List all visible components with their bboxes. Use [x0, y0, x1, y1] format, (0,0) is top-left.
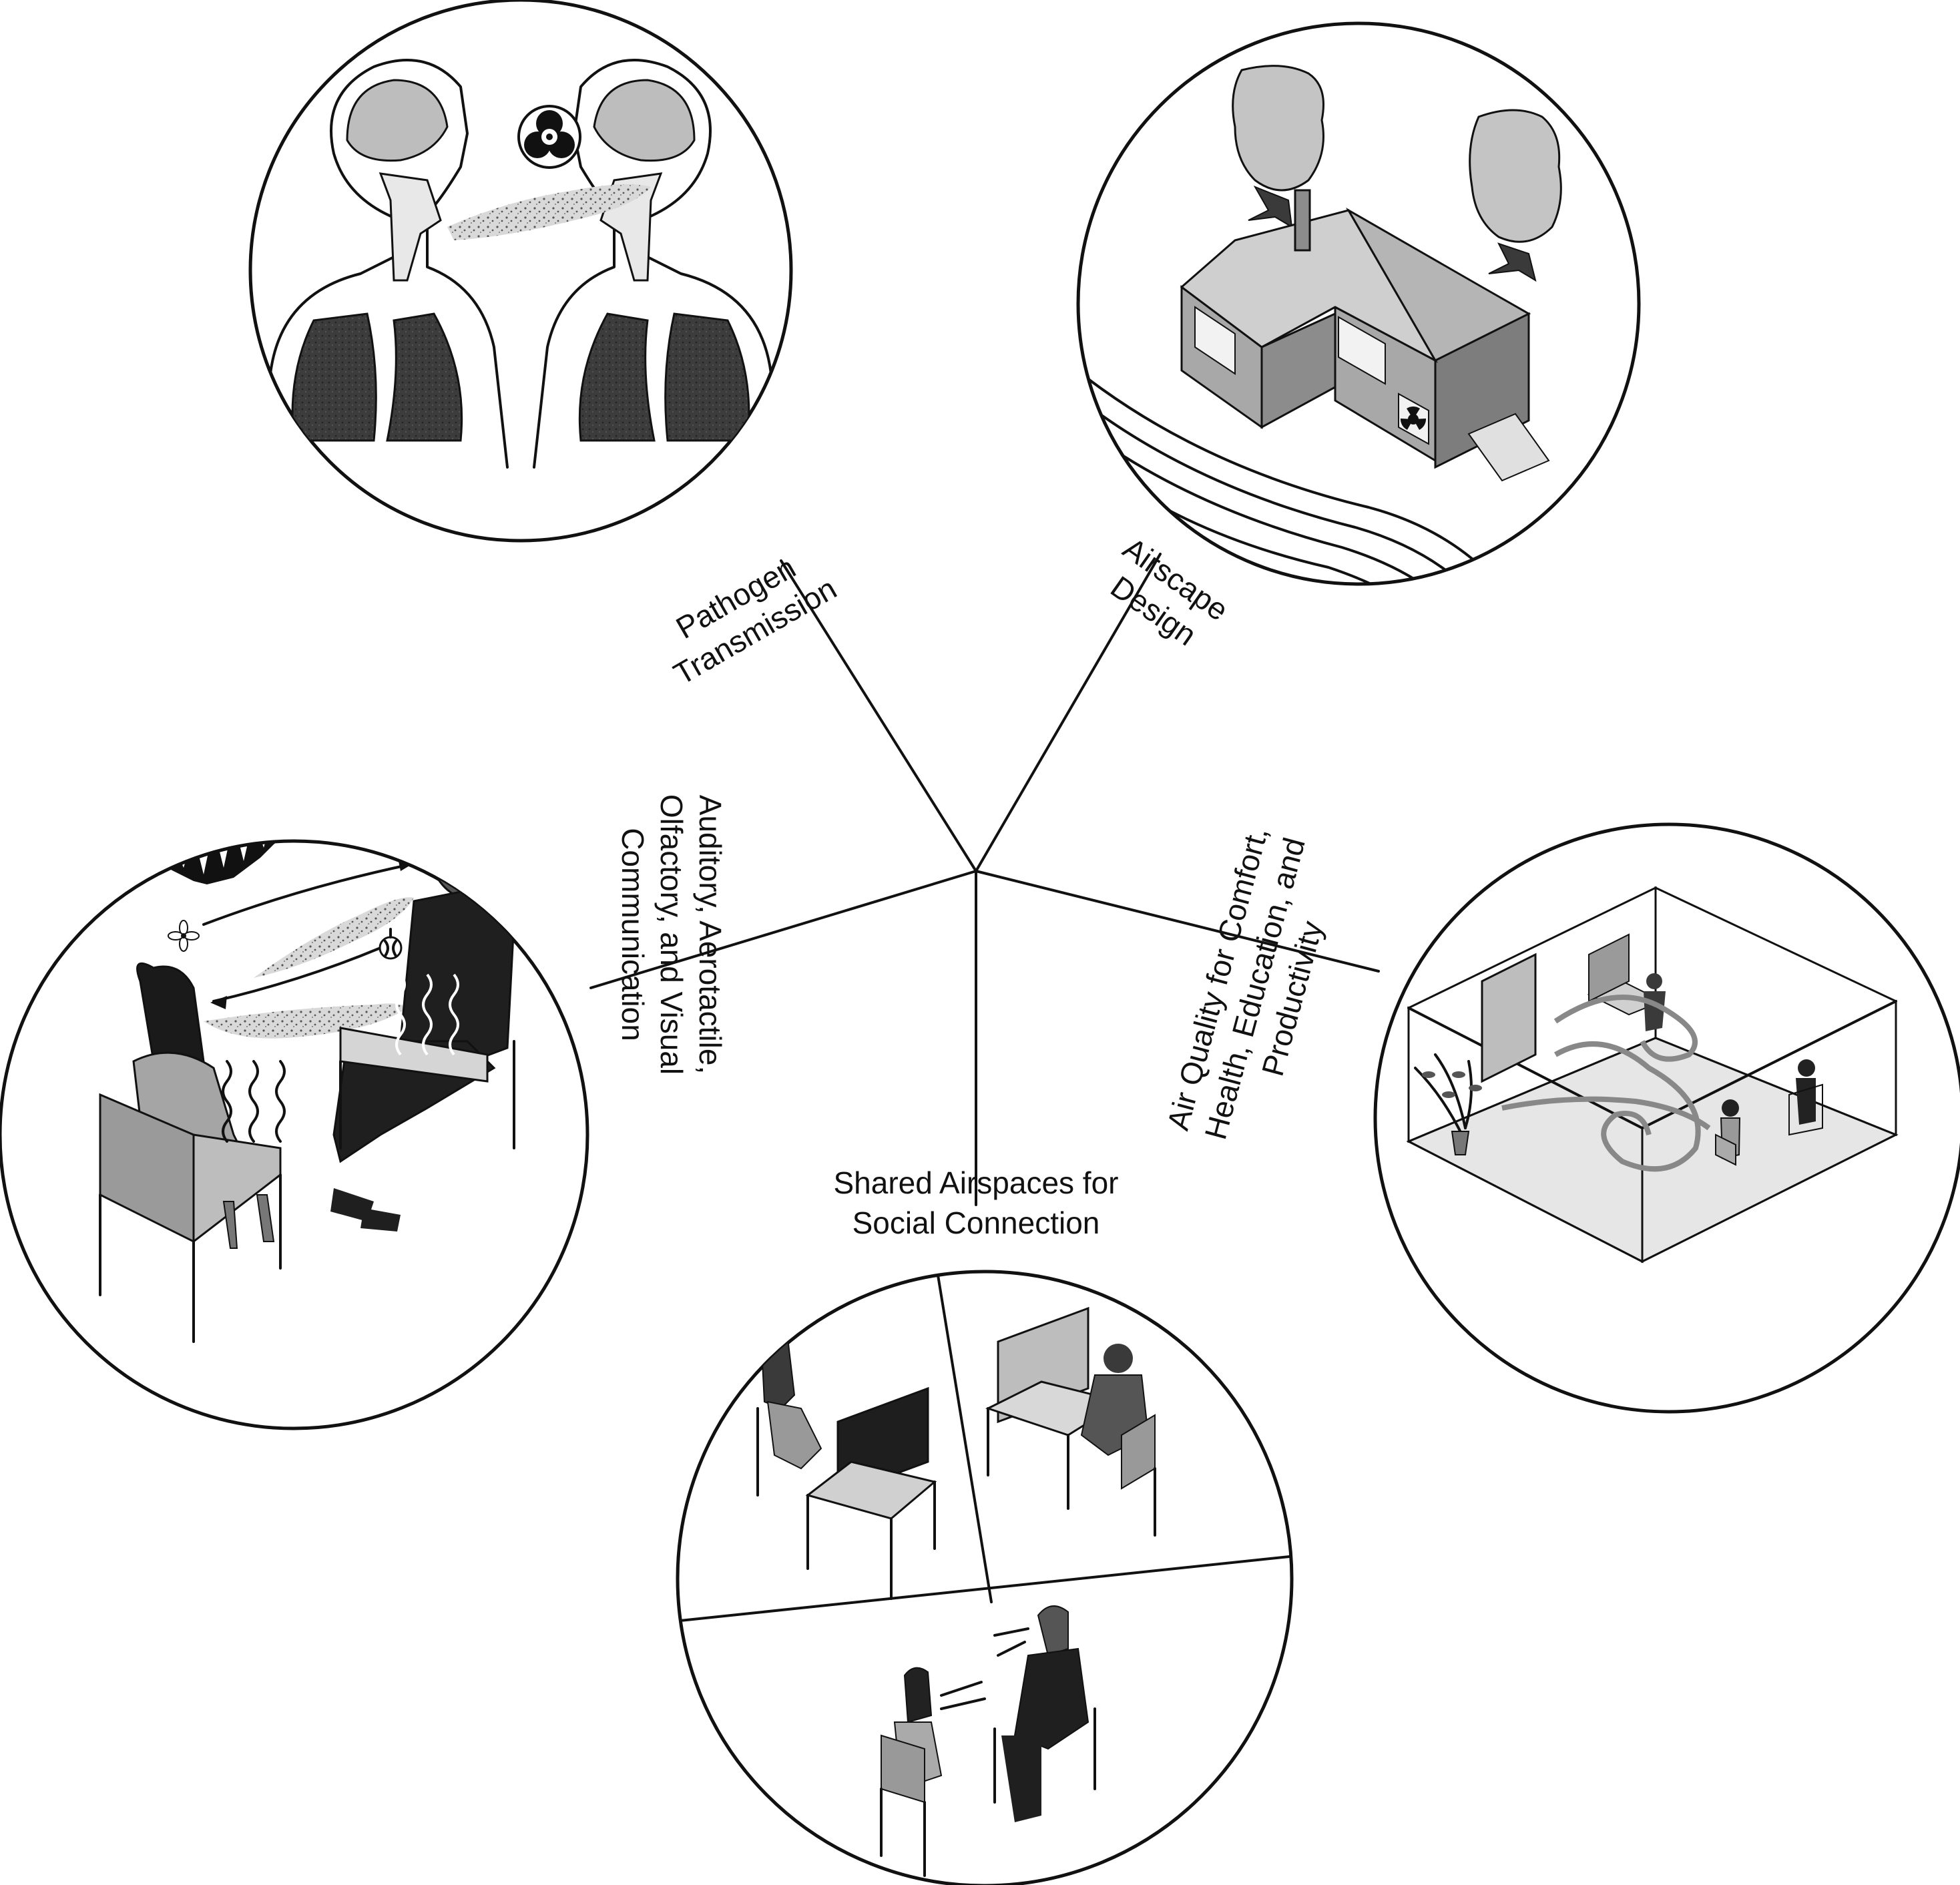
connector-communication — [589, 870, 977, 989]
scene-in-person — [880, 1605, 1096, 1877]
label-shared-line1: Shared Airspaces for — [833, 1165, 1118, 1200]
label-communication-line3: Communication — [616, 828, 650, 1041]
label-airscape: Airscape Design — [1105, 531, 1235, 653]
lung-right-b — [578, 312, 656, 442]
panel-airscape-design: Airscape Design — [1076, 21, 1641, 653]
airflow-loop — [1553, 995, 1698, 1062]
scene-video-call-left — [756, 1330, 937, 1600]
panel-shared-airspaces: Shared Airspaces for Social Connection — [676, 1165, 1294, 1885]
panel-pathogen-transmission: Pathogen Transmission — [248, 0, 842, 692]
flower-icon — [168, 920, 200, 952]
person-seated-a — [1715, 1099, 1741, 1166]
label-communication: Auditory, Aerotactile, Olfactory, and Vi… — [616, 794, 728, 1075]
lung-left-a — [291, 312, 377, 442]
lung-left-b — [386, 312, 463, 442]
lung-right-a — [664, 312, 750, 442]
connector-pathogen — [780, 559, 977, 872]
aerotactile-waves — [222, 973, 459, 1143]
aerosol-cloud — [447, 184, 651, 240]
label-shared-line2: Social Connection — [852, 1205, 1100, 1240]
label-communication-line2: Olfactory, and Visual — [654, 794, 689, 1075]
odor-cloud-lower — [204, 1003, 407, 1039]
label-shared: Shared Airspaces for Social Connection — [833, 1165, 1118, 1240]
airway-left — [379, 172, 442, 282]
person-seated-b — [1788, 1059, 1823, 1136]
connector-airscape — [975, 553, 1162, 872]
airflow-swirl — [1554, 1041, 1701, 1172]
tree-right — [1469, 109, 1562, 282]
plant — [1414, 1053, 1482, 1155]
biohazard-icon — [517, 105, 581, 169]
head-right — [593, 79, 696, 162]
airflow-wave — [1501, 1096, 1711, 1131]
house — [1180, 189, 1550, 482]
panel-air-quality: Air Quality for Comfort, Health, Educati… — [1160, 822, 1960, 1414]
panel-communication: Auditory, Aerotactile, Olfactory, and Vi… — [0, 794, 728, 1430]
label-communication-line1: Auditory, Aerotactile, — [693, 795, 728, 1074]
head-left — [346, 79, 449, 162]
tree-left — [1232, 65, 1324, 228]
radiation-icon — [1400, 406, 1427, 430]
scene-video-call-right — [985, 1306, 1156, 1537]
person-woman — [99, 962, 282, 1343]
door — [1481, 953, 1537, 1083]
onion-icon — [379, 928, 403, 960]
connector-lines — [589, 553, 1380, 1206]
connector-air-quality — [975, 870, 1380, 973]
label-pathogen: Pathogen Transmission — [668, 549, 842, 691]
odor-cloud-upper — [254, 897, 414, 978]
person-man — [330, 841, 515, 1232]
label-air-quality: Air Quality for Comfort, Health, Educati… — [1160, 823, 1330, 1143]
